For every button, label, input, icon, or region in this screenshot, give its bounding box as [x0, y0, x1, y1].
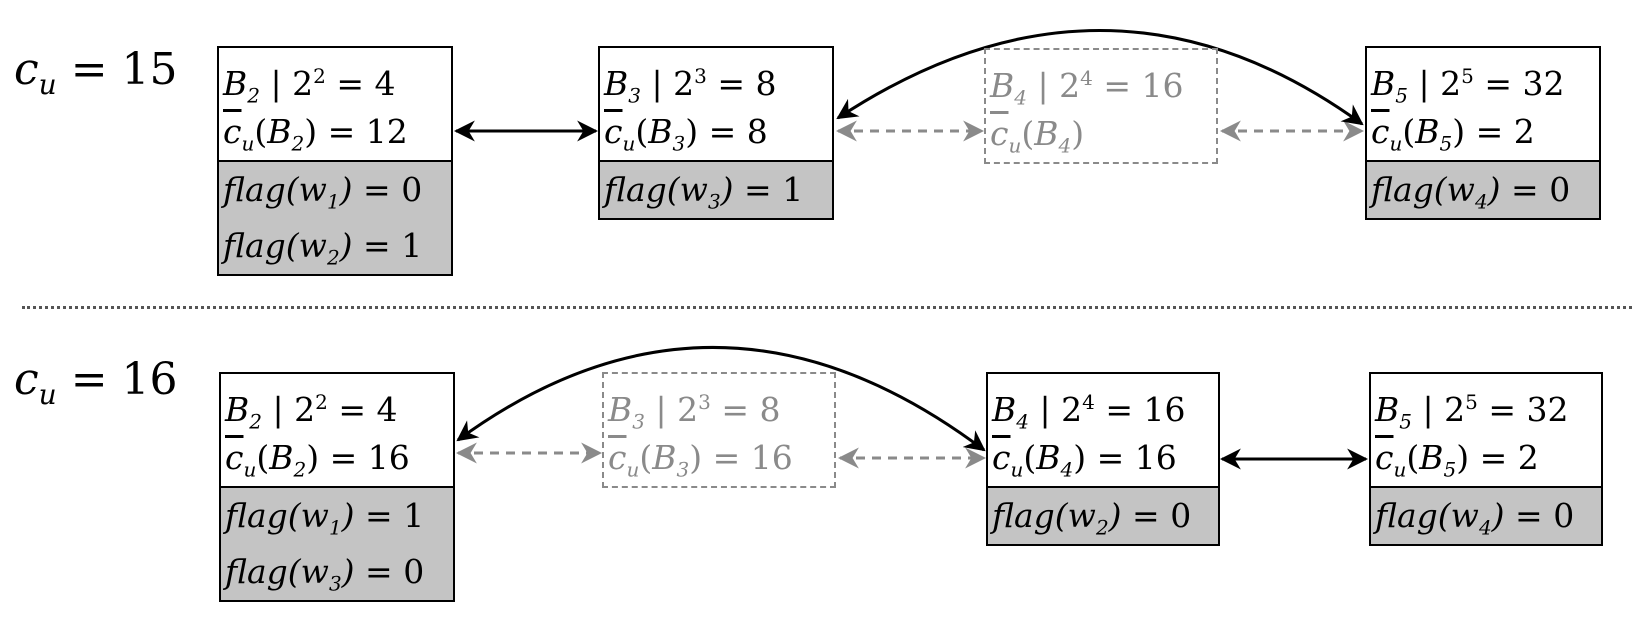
flag-entry: flag(w1) = 0 [223, 170, 423, 214]
flag-entry: flag(w4) = 0 [1375, 496, 1575, 540]
node-r2-b4: B4 | 24 = 16 cu(B4) = 16 flag(w2) = 0 [986, 372, 1220, 546]
node-cbar: cu(B4) = 16 [992, 438, 1177, 482]
node-r1-b5: B5 | 25 = 32 cu(B5) = 2 flag(w4) = 0 [1365, 46, 1601, 220]
node-flags: flag(w4) = 0 [1371, 486, 1601, 544]
node-head: B4 | 24 = 16 [992, 390, 1186, 434]
node-r1-b2: B2 | 22 = 4 cu(B2) = 12 flag(w1) = 0 fla… [217, 46, 453, 276]
node-cbar: cu(B4) [990, 114, 1085, 158]
node-r2-b2: B2 | 22 = 4 cu(B2) = 16 flag(w1) = 1 fla… [219, 372, 455, 602]
node-cbar: cu(B5) = 2 [1375, 438, 1539, 482]
node-head: B3 | 23 = 8 [604, 64, 777, 108]
node-r1-b3: B3 | 23 = 8 cu(B3) = 8 flag(w3) = 1 [598, 46, 834, 220]
edge-r1-b3-b5-arc [836, 29, 1364, 126]
node-flags: flag(w2) = 0 [988, 486, 1218, 544]
node-r2-b3-ghost: B3 | 23 = 8 cu(B3) = 16 [602, 372, 836, 488]
node-r2-b5: B5 | 25 = 32 cu(B5) = 2 flag(w4) = 0 [1369, 372, 1603, 546]
node-cbar: cu(B5) = 2 [1371, 112, 1535, 156]
node-head: B2 | 22 = 4 [225, 390, 398, 434]
node-cbar: cu(B2) = 16 [225, 438, 410, 482]
node-flags: flag(w1) = 1 flag(w3) = 0 [221, 486, 453, 600]
node-cbar: cu(B2) = 12 [223, 112, 408, 156]
edge-r2-b2-b4-arc [456, 345, 986, 452]
node-flags: flag(w4) = 0 [1367, 160, 1599, 218]
row-divider [22, 306, 1632, 309]
node-head: B5 | 25 = 32 [1371, 64, 1565, 108]
node-cbar: cu(B3) = 8 [604, 112, 768, 156]
flag-entry: flag(w3) = 0 [225, 552, 425, 596]
node-flags: flag(w1) = 0 flag(w2) = 1 [219, 160, 451, 274]
row-label-cu16: cu = 16 [14, 354, 178, 411]
flag-entry: flag(w1) = 1 [225, 496, 425, 540]
node-flags: flag(w3) = 1 [600, 160, 832, 218]
flag-entry: flag(w2) = 1 [223, 226, 423, 270]
node-head: B4 | 24 = 16 [990, 66, 1184, 110]
flag-entry: flag(w2) = 0 [992, 496, 1192, 540]
row-label-cu15: cu = 15 [14, 44, 178, 101]
flag-entry: flag(w4) = 0 [1371, 170, 1571, 214]
node-head: B2 | 22 = 4 [223, 64, 396, 108]
flag-entry: flag(w3) = 1 [604, 170, 804, 214]
node-head: B5 | 25 = 32 [1375, 390, 1569, 434]
node-r1-b4-ghost: B4 | 24 = 16 cu(B4) [984, 48, 1218, 164]
node-head: B3 | 23 = 8 [608, 390, 781, 434]
node-cbar: cu(B3) = 16 [608, 438, 793, 482]
